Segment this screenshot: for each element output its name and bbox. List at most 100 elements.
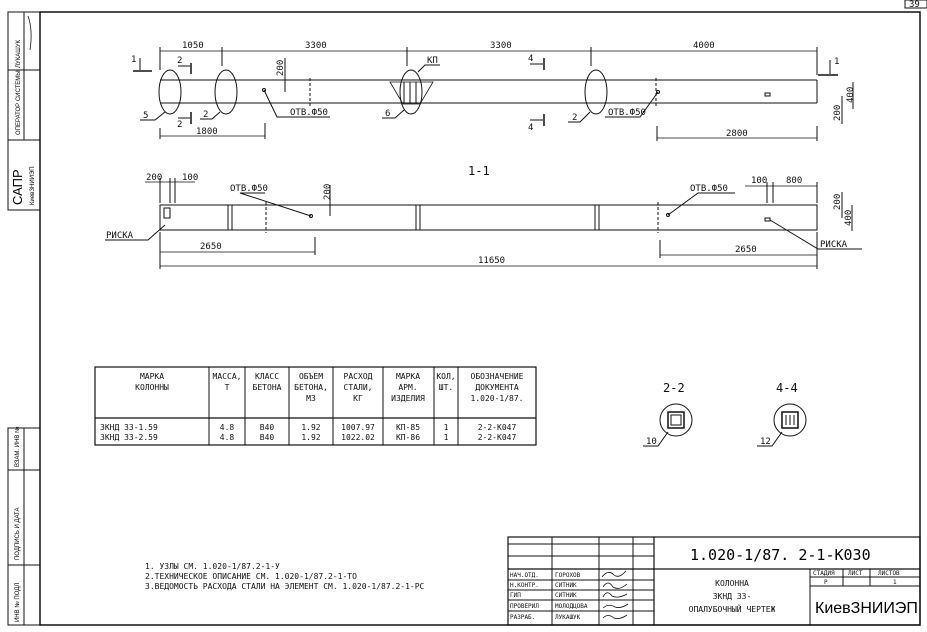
hole-label: ОТВ.Ф50	[608, 108, 646, 118]
dim-400: 400	[844, 210, 854, 226]
note-1: 1. УЗЛЫ СМ. 1.020-1/87.2-1-У	[145, 562, 280, 571]
callout-5: 5	[143, 111, 148, 121]
table-cell: 1.92	[301, 433, 320, 442]
section-mark: 4	[528, 54, 533, 64]
section-mark: 1	[834, 57, 839, 67]
table-cell: 1007.97	[341, 423, 375, 432]
table-cell: 4.8	[220, 433, 235, 442]
role-name: СИТНИК	[555, 592, 577, 599]
section-2-2: 2-2 10	[643, 381, 693, 447]
callout-12: 12	[760, 437, 771, 447]
table-header: КОЛ,	[436, 372, 455, 381]
table-cell: 3КНД 33-1.59	[100, 423, 158, 432]
drawing-code: 1.020-1/87. 2-1-К030	[690, 546, 871, 564]
dim-1800: 1800	[196, 127, 218, 137]
table-header: 1.020-1/87.	[471, 394, 524, 403]
kp-label: КП	[427, 56, 438, 66]
dim-200: 200	[833, 105, 843, 121]
table-header: ОБОЗНАЧЕНИЕ	[471, 372, 524, 381]
dim-200: 200	[833, 194, 843, 210]
sheet-frame	[39, 11, 921, 626]
sheets-value: 1	[893, 579, 897, 586]
role-label: РАЗРАБ.	[510, 614, 535, 621]
table-header: МАРКА	[396, 372, 420, 381]
dim-100: 100	[182, 173, 198, 183]
table-header: М3	[306, 394, 316, 403]
table-cell: 4.8	[220, 423, 235, 432]
section-title: 1-1	[468, 164, 490, 178]
item-title-line: КОЛОННА	[715, 579, 749, 588]
table-cell: 3КНД 33-2.59	[100, 433, 158, 442]
side-author: ЛУКАШУК	[16, 39, 22, 68]
role-label: НАЧ.ОТД.	[510, 572, 539, 579]
section-mark: 2	[177, 56, 182, 66]
dim-3300-b: 3300	[490, 41, 512, 51]
dim-1050: 1050	[182, 41, 204, 51]
section-4-4: 4-4 12	[757, 381, 807, 447]
table-header: МАССА,	[213, 372, 242, 381]
table-header: ИЗДЕЛИЯ	[391, 394, 425, 403]
risk-label: РИСКА	[106, 231, 134, 241]
callout-10: 10	[646, 437, 657, 447]
role-name: ГОРОХОВ	[555, 572, 581, 579]
stage-label: СТАДИЯ	[813, 570, 835, 577]
side-org: КиевЗНИИЭП	[30, 166, 36, 205]
signatures	[601, 570, 629, 619]
dim-4000: 4000	[693, 41, 715, 51]
sheets-label: ЛИСТОВ	[878, 570, 900, 577]
callout-2: 2	[203, 110, 208, 120]
note-2: 2.ТЕХНИЧЕСКОЕ ОПИСАНИЕ СМ. 1.020-1/87.2-…	[145, 572, 357, 581]
role-name: МОЛОДЦОВА	[555, 603, 588, 610]
dim-11650: 11650	[478, 256, 505, 266]
table-header: ШТ.	[439, 383, 453, 392]
sheet-number: 39	[909, 0, 920, 10]
dim-3300-a: 3300	[305, 41, 327, 51]
section-1-1-view: 1-1 200 100 ОТВ.Ф50 200 ОТВ.Ф50 100 800 …	[105, 164, 862, 269]
section-mark: 4	[528, 123, 533, 133]
side-stamp: ЛУКАШУК ОПЕРАТОР СИСТЕМЫ САПР КиевЗНИИЭП…	[7, 11, 41, 626]
table-header: ДОКУМЕНТА	[475, 383, 519, 392]
dim-800: 800	[786, 176, 802, 186]
table-cell: B40	[260, 423, 275, 432]
table-header: БЕТОНА	[253, 383, 282, 392]
side-inv-orig: ИНВ № ПОДЛ	[14, 583, 21, 622]
side-vzam-inv: ВЗАМ. ИНВ №	[14, 426, 21, 467]
dim-2650: 2650	[735, 245, 757, 255]
plan-view: 1050 3300 3300 4000 200 ОТВ.Ф50 ОТВ.Ф50 …	[131, 41, 856, 141]
note-3: 3.ВЕДОМОСТЬ РАСХОДА СТАЛИ НА ЭЛЕМЕНТ СМ.…	[145, 582, 425, 591]
table-cell: КП-85	[396, 423, 420, 432]
table-header: ОБЪЕМ	[299, 372, 323, 381]
dim-200: 200	[276, 60, 286, 76]
table-cell: 1	[444, 423, 449, 432]
role-label: Н.КОНТР.	[510, 582, 539, 589]
dim-2650: 2650	[200, 242, 222, 252]
role-label: ГИП	[510, 592, 521, 599]
sheet-number-box	[904, 0, 927, 9]
item-title-line: 3КНД 33-	[713, 592, 752, 601]
sheet-label: ЛИСТ	[848, 570, 863, 577]
section-mark: 2	[177, 120, 182, 130]
table-header: РАСХОД	[344, 372, 373, 381]
table-cell: 1.92	[301, 423, 320, 432]
stage-value: Р	[824, 579, 828, 586]
callout-6: 6	[385, 109, 390, 119]
table-header: СТАЛИ,	[344, 383, 373, 392]
dim-200: 200	[323, 184, 333, 200]
section-title: 2-2	[663, 381, 685, 395]
role-name: СИТНИК	[555, 582, 577, 589]
table-header: КОЛОННЫ	[135, 383, 169, 392]
risk-label: РИСКА	[820, 240, 848, 250]
table-cell: 2-2-К047	[478, 423, 517, 432]
section-mark: 1	[131, 55, 136, 65]
side-operator: ОПЕРАТОР СИСТЕМЫ	[16, 70, 22, 135]
table-header: БЕТОНА,	[294, 383, 328, 392]
title-block: 1.020-1/87. 2-1-К030 НАЧ.ОТД. ГОРОХОВ Н.…	[507, 536, 921, 626]
table-cell: 1022.02	[341, 433, 375, 442]
hole-label: ОТВ.Ф50	[230, 184, 268, 194]
table-header: АРМ.	[398, 383, 417, 392]
table-cell: 2-2-К047	[478, 433, 517, 442]
item-title-line: ОПАЛУБОЧНЫЙ ЧЕРТЕЖ	[689, 603, 776, 614]
spec-table: МАРКАКОЛОННЫМАССА,ТКЛАССБЕТОНАОБЪЕМБЕТОН…	[94, 366, 537, 446]
dim-2800: 2800	[726, 129, 748, 139]
